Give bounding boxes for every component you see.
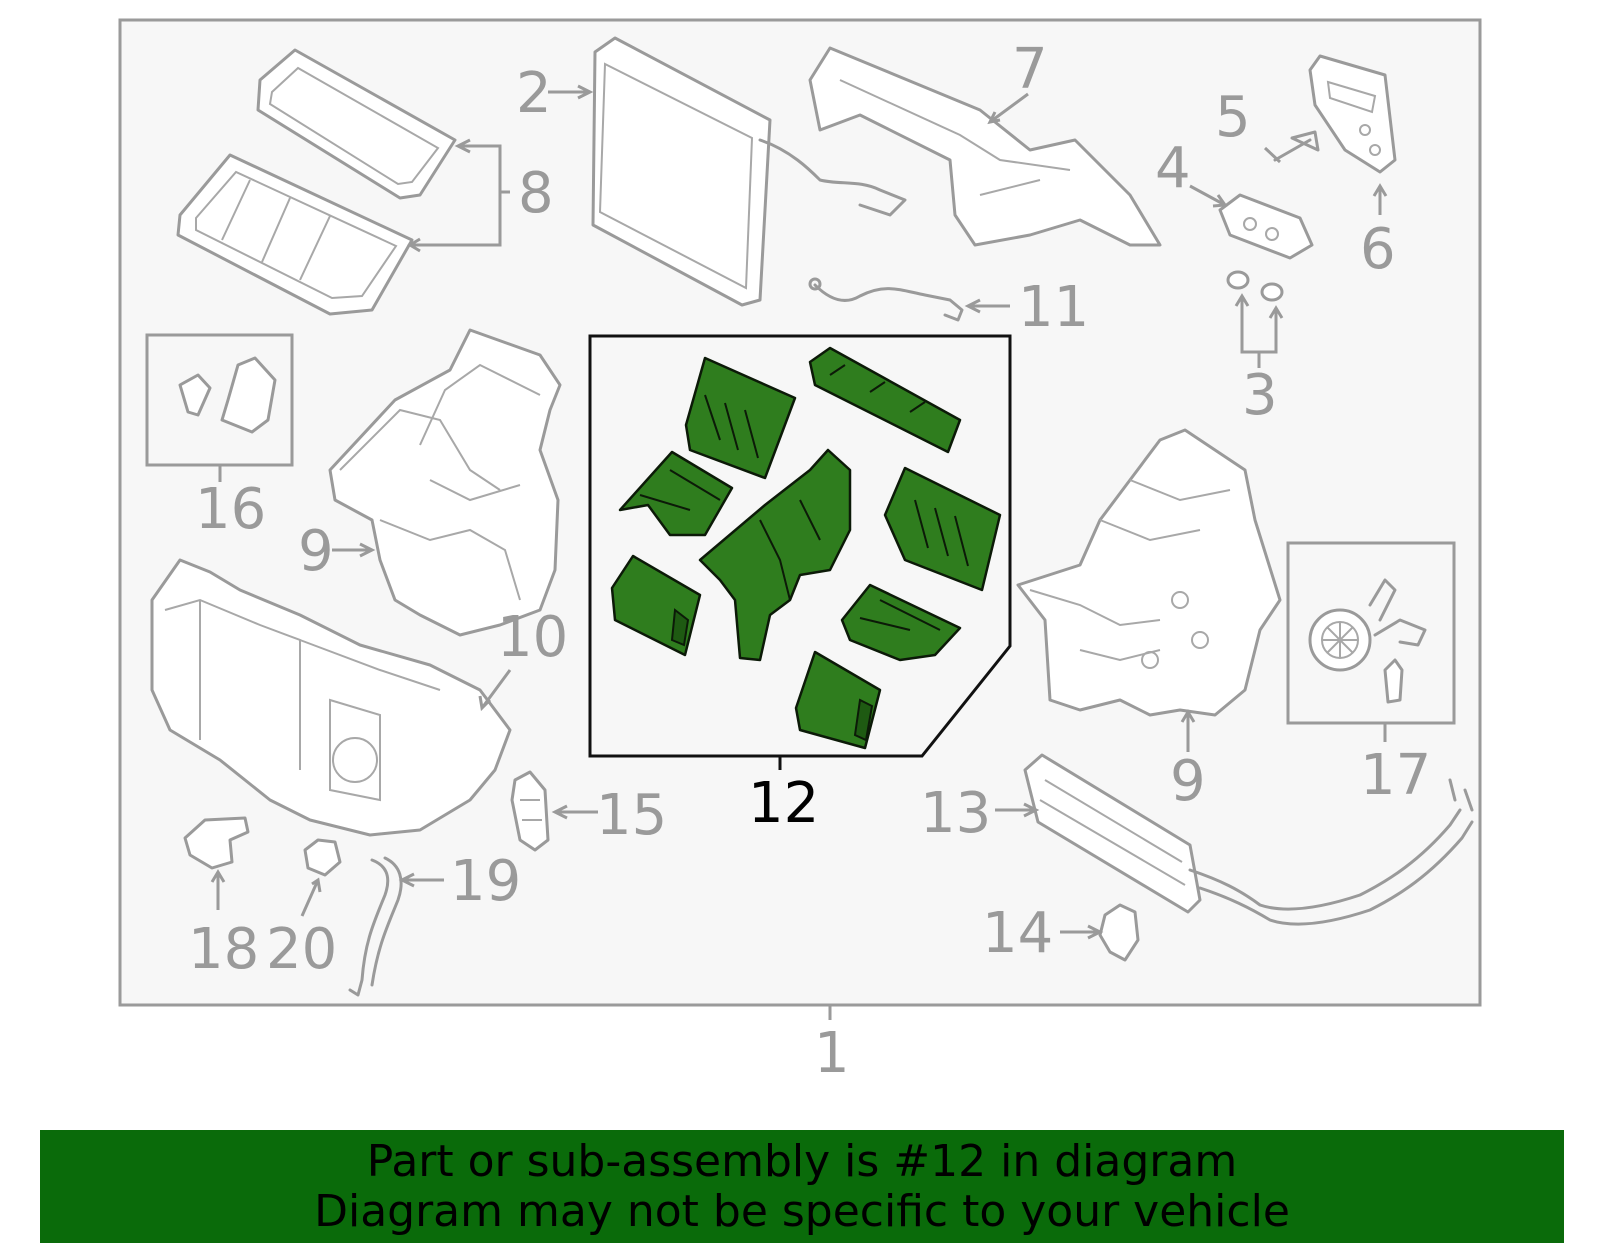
leader-3 — [1234, 293, 1284, 368]
leader-15 — [551, 804, 598, 820]
callout-11: 11 — [1018, 275, 1089, 340]
leader-13 — [995, 802, 1040, 818]
leader-18 — [210, 869, 226, 910]
part-9-blower-housing-left — [328, 328, 562, 637]
callout-9b: 9 — [1170, 749, 1206, 814]
callout-9a: 9 — [298, 519, 334, 584]
leader-19 — [398, 872, 444, 888]
leader-5 — [1263, 146, 1282, 164]
callout-17: 17 — [1360, 743, 1431, 808]
callout-5: 5 — [1215, 85, 1251, 150]
callout-8: 8 — [518, 161, 554, 226]
part-17-box — [1286, 541, 1456, 725]
callout-7: 7 — [1012, 37, 1048, 102]
callout-3: 3 — [1242, 363, 1278, 428]
part-18-motor — [183, 816, 250, 870]
part-14-clip — [1098, 903, 1140, 962]
callout-18: 18 — [188, 917, 259, 982]
leader-6 — [1372, 183, 1388, 215]
callout-15: 15 — [596, 783, 667, 848]
callout-6: 6 — [1360, 217, 1396, 282]
leader-9b — [1180, 709, 1196, 752]
part-8-cabin-filters — [176, 48, 457, 316]
leader-10 — [478, 669, 512, 712]
part-20-clip — [303, 838, 342, 877]
part-6-gasket-plate — [1308, 54, 1397, 174]
info-banner: Part or sub-assembly is #12 in diagram D… — [40, 1130, 1564, 1243]
part-12-doors-highlighted — [610, 346, 1002, 750]
part-2-evaporator-core — [591, 36, 907, 307]
part-12-box — [588, 334, 1012, 758]
part-9-heater-housing-right — [1016, 428, 1282, 717]
leader-7 — [987, 92, 1029, 125]
part-13-heater-core — [1023, 753, 1474, 926]
leader-11 — [964, 298, 1010, 314]
part-11-sensor — [808, 277, 964, 322]
callout-14: 14 — [982, 901, 1053, 966]
leader-8 — [410, 144, 510, 247]
part-19-drain-hose — [348, 856, 403, 997]
part-7-housing-cover — [808, 46, 1162, 247]
callout-10: 10 — [497, 605, 568, 670]
banner-line-2: Diagram may not be specific to your vehi… — [314, 1185, 1290, 1237]
banner-line-1: Part or sub-assembly is #12 in diagram — [366, 1135, 1238, 1187]
part-10-case-half — [150, 558, 512, 837]
callout-16: 16 — [195, 477, 266, 542]
callout-2: 2 — [516, 61, 552, 126]
part-17-actuator — [1308, 578, 1427, 704]
leader-4 — [1189, 184, 1228, 208]
part-4-actuator — [1218, 193, 1314, 260]
callout-1: 1 — [814, 1021, 850, 1086]
leader-2 — [548, 84, 594, 100]
part-15-bracket — [510, 770, 550, 852]
callout-4: 4 — [1155, 136, 1191, 201]
part-16-clips — [178, 356, 277, 434]
callout-12: 12 — [748, 771, 819, 836]
part-5-screw — [1273, 130, 1320, 162]
leader-14 — [1060, 924, 1104, 940]
part-3-grommets — [1226, 270, 1284, 302]
leader-20 — [300, 877, 322, 917]
leader-9a — [332, 542, 376, 558]
callout-13: 13 — [920, 781, 991, 846]
callout-19: 19 — [450, 849, 521, 914]
callout-20: 20 — [266, 917, 337, 982]
